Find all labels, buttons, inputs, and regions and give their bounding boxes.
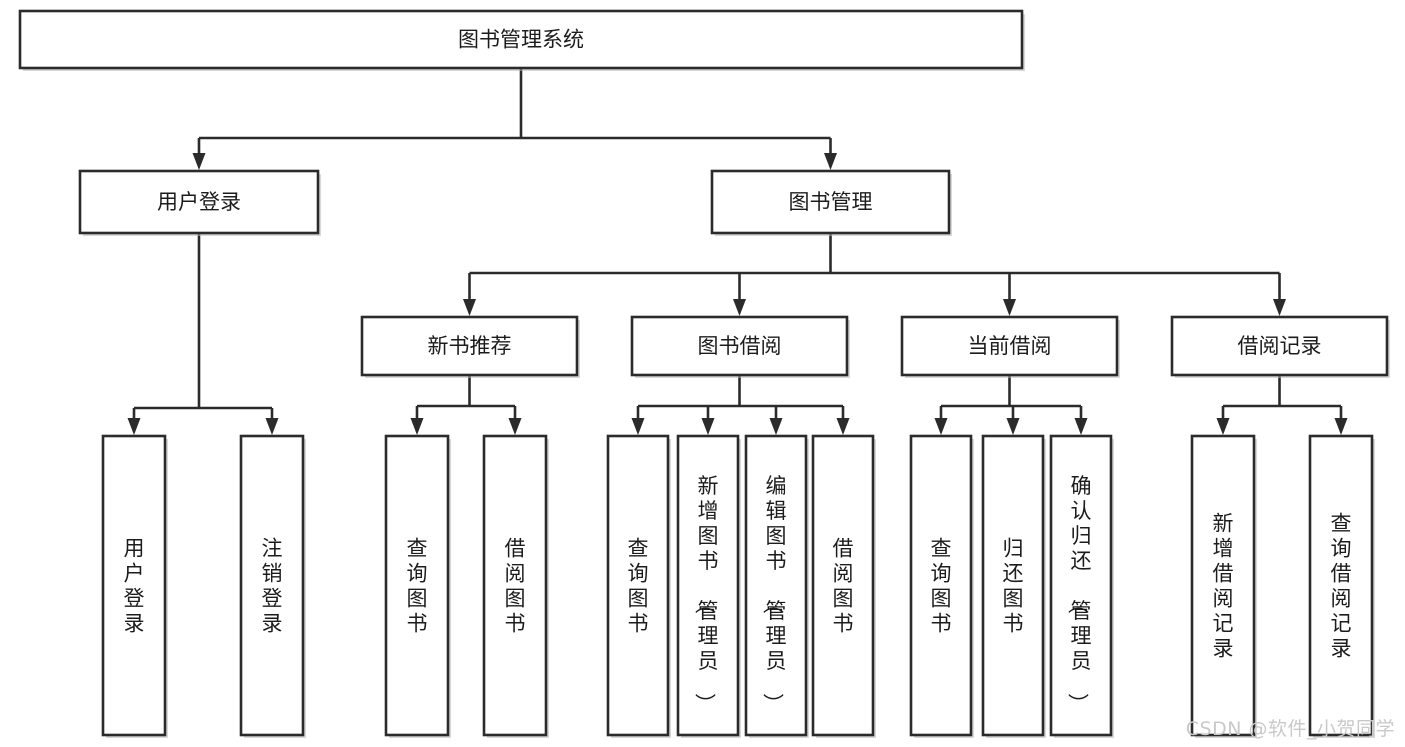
node-label: 图书管理	[789, 190, 873, 214]
arrow-head	[127, 418, 141, 435]
arrow-head	[1216, 418, 1230, 435]
arrow-head	[836, 418, 850, 435]
node-new-book-rec[interactable]: 新书推荐	[360, 315, 580, 378]
node-box[interactable]	[630, 315, 849, 377]
node-label: 注销登录	[262, 537, 283, 636]
node-label: 查询图书	[407, 537, 428, 636]
node-box[interactable]	[1049, 434, 1113, 737]
node-current-borrow[interactable]: 当前借阅	[900, 315, 1120, 378]
node-box[interactable]	[1308, 434, 1374, 737]
node-leaf-add-book[interactable]: 新增图书（管理员）	[676, 434, 741, 738]
node-label: 图书借阅	[698, 334, 782, 358]
node-root[interactable]: 图书管理系统	[18, 9, 1025, 71]
node-leaf-borrow-book-1[interactable]: 借阅图书	[482, 434, 549, 738]
arrow-head	[508, 418, 522, 435]
node-box[interactable]	[811, 434, 875, 737]
node-leaf-borrow-book-2[interactable]: 借阅图书	[811, 434, 876, 738]
node-leaf-query-book-3[interactable]: 查询图书	[909, 434, 974, 738]
node-label: 确认归还（管理员）	[1066, 474, 1092, 714]
node-box[interactable]	[78, 169, 320, 235]
connector-edges	[127, 68, 1348, 435]
node-leaf-confirm-return[interactable]: 确认归还（管理员）	[1049, 434, 1114, 738]
node-box[interactable]	[710, 169, 951, 235]
arrow-head	[1074, 418, 1088, 435]
node-label: 图书管理系统	[458, 28, 584, 52]
arrow-head	[1006, 418, 1020, 435]
node-box[interactable]	[101, 434, 167, 737]
node-box[interactable]	[606, 434, 670, 737]
node-book-borrow[interactable]: 图书借阅	[630, 315, 850, 378]
node-leaf-return-book[interactable]: 归还图书	[981, 434, 1046, 738]
node-label: 新增图书（管理员）	[693, 474, 719, 714]
arrow-head	[631, 418, 645, 435]
node-box[interactable]	[900, 315, 1119, 377]
arrow-head	[701, 418, 715, 435]
node-label: 查询图书	[628, 537, 649, 636]
diagram-nodes: 图书管理系统用户登录图书管理新书推荐图书借阅当前借阅借阅记录用户登录注销登录查询…	[18, 9, 1390, 738]
arrow-head	[1003, 299, 1016, 316]
arrow-head	[192, 153, 206, 170]
node-label: 借阅图书	[505, 537, 526, 636]
node-leaf-query-record[interactable]: 查询借阅记录	[1308, 434, 1375, 738]
node-label: 借阅图书	[833, 537, 854, 636]
node-borrow-record[interactable]: 借阅记录	[1170, 315, 1390, 378]
arrow-head	[1273, 299, 1286, 316]
node-leaf-user-login[interactable]: 用户登录	[101, 434, 168, 738]
node-box[interactable]	[239, 434, 305, 737]
arrow-head	[769, 418, 783, 435]
node-box[interactable]	[1170, 315, 1389, 377]
node-leaf-query-book-2[interactable]: 查询图书	[606, 434, 671, 738]
node-label: 编辑图书（管理员）	[761, 474, 787, 714]
node-leaf-edit-book[interactable]: 编辑图书（管理员）	[744, 434, 809, 738]
node-leaf-user-logout[interactable]: 注销登录	[239, 434, 306, 738]
arrow-head	[733, 299, 746, 316]
node-leaf-query-book-1[interactable]: 查询图书	[384, 434, 451, 738]
node-label: 查询图书	[931, 537, 952, 636]
node-leaf-add-record[interactable]: 新增借阅记录	[1190, 434, 1257, 738]
node-box[interactable]	[1190, 434, 1256, 737]
node-label: 当前借阅	[968, 334, 1052, 358]
arrow-head	[410, 418, 424, 435]
node-box[interactable]	[482, 434, 548, 737]
arrow-head	[934, 418, 948, 435]
node-book-manage[interactable]: 图书管理	[710, 169, 952, 236]
arrow-head	[463, 299, 476, 316]
node-box[interactable]	[18, 9, 1024, 70]
node-box[interactable]	[909, 434, 973, 737]
node-label: 用户登录	[124, 537, 145, 636]
arrow-head	[1334, 418, 1348, 435]
node-box[interactable]	[676, 434, 740, 737]
node-box[interactable]	[384, 434, 450, 737]
arrow-head	[265, 418, 279, 435]
node-label: 查询借阅记录	[1331, 512, 1352, 661]
node-label: 新增借阅记录	[1213, 512, 1234, 661]
node-label: 用户登录	[157, 190, 241, 214]
node-user-login[interactable]: 用户登录	[78, 169, 321, 236]
node-label: 新书推荐	[428, 334, 512, 358]
node-label: 借阅记录	[1238, 334, 1322, 358]
node-label: 归还图书	[1003, 537, 1024, 636]
node-box[interactable]	[360, 315, 579, 377]
node-box[interactable]	[744, 434, 808, 737]
arrow-head	[824, 153, 837, 170]
node-box[interactable]	[981, 434, 1045, 737]
